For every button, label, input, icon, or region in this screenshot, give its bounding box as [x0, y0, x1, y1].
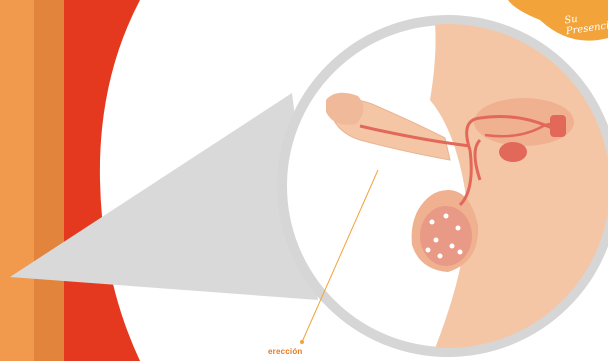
- red-band: [64, 0, 140, 361]
- erection-label: erección: [268, 347, 303, 356]
- gland-tip: [550, 115, 566, 137]
- left-stripe-outer: [0, 0, 34, 361]
- left-stripe-inner: [34, 0, 64, 361]
- pointer-dot: [300, 340, 304, 344]
- seminal-vesicle: [499, 142, 527, 162]
